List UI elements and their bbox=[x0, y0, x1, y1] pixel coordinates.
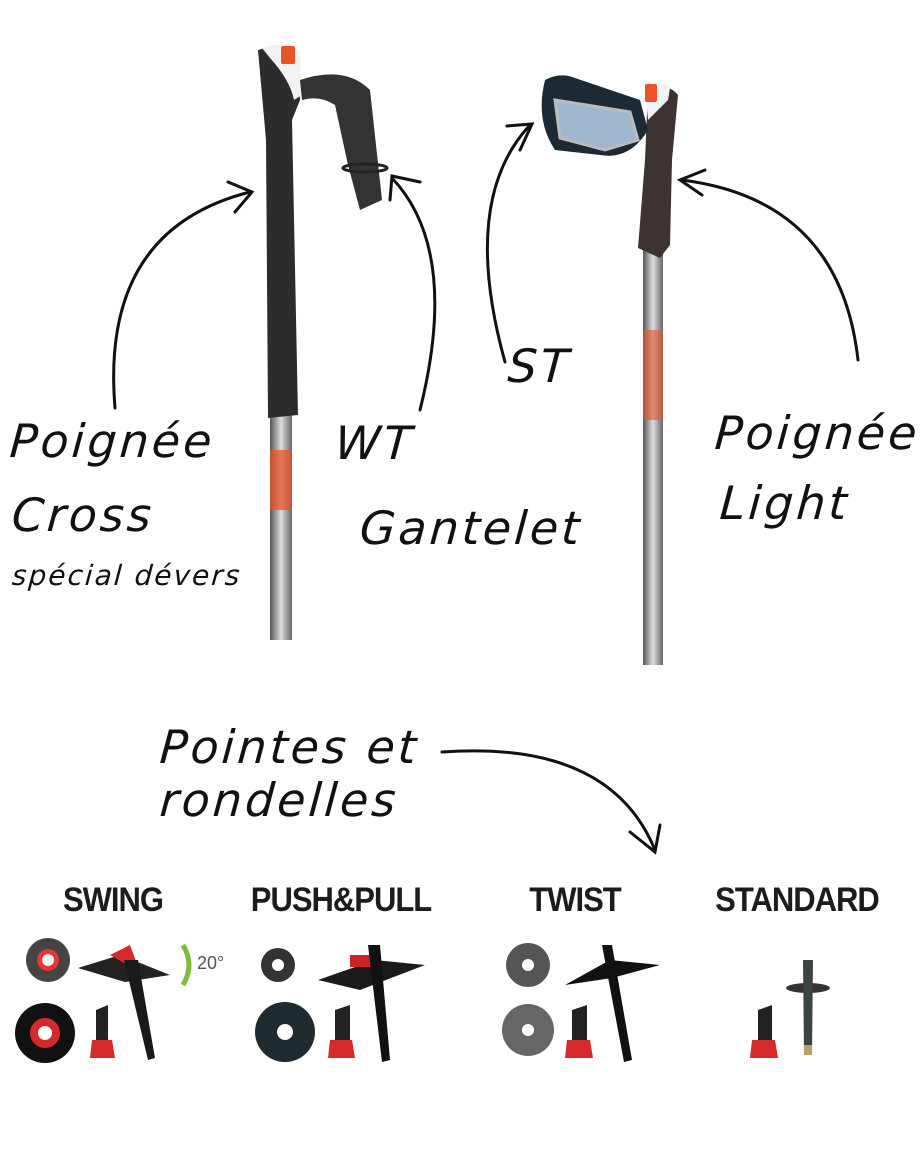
swing-angle-label: 20° bbox=[197, 953, 225, 973]
arrow-light bbox=[680, 178, 860, 362]
arrow-st bbox=[485, 123, 532, 364]
tip-swing bbox=[15, 938, 192, 1063]
tip-header-standard: STANDARD bbox=[715, 880, 880, 919]
tips-title-line1: Pointes et bbox=[158, 720, 421, 774]
arrow-cross bbox=[112, 190, 252, 410]
cross-label-line3: spécial dévers bbox=[10, 559, 243, 592]
wt-name-label: Gantelet bbox=[358, 501, 585, 555]
tip-header-pushpull: PUSH&PULL bbox=[250, 880, 432, 919]
tip-header-swing: SWING bbox=[62, 880, 164, 919]
light-pole bbox=[541, 75, 678, 665]
cross-label-line1: Poignée bbox=[8, 414, 217, 468]
tip-twist bbox=[502, 943, 660, 1062]
light-label-line1: Poignée bbox=[713, 406, 920, 460]
light-label-line2: Light bbox=[718, 476, 852, 530]
tip-pushpull bbox=[255, 945, 425, 1062]
st-code-label: ST bbox=[506, 339, 574, 393]
pointer-arrows bbox=[112, 122, 860, 855]
cross-pole bbox=[258, 44, 389, 640]
wt-code-label: WT bbox=[333, 416, 417, 470]
arrow-wt bbox=[390, 176, 437, 412]
cross-label-line2: Cross bbox=[10, 488, 156, 542]
arrow-tips bbox=[440, 749, 657, 852]
tip-standard bbox=[750, 960, 830, 1058]
tips-title-line2: rondelles bbox=[158, 773, 401, 827]
tip-header-twist: TWIST bbox=[529, 880, 621, 919]
